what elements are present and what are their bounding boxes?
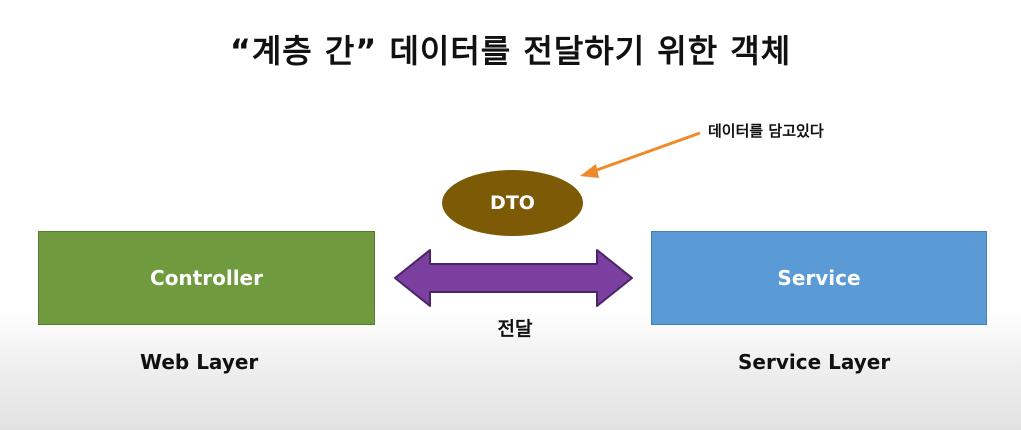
dto-node: DTO [442,170,583,236]
transfer-double-arrow [394,249,633,307]
controller-node-label: Controller [150,266,263,290]
service-node-label: Service [777,266,861,290]
web-layer-label: Web Layer [140,350,259,374]
controller-node: Controller [38,231,375,325]
annotation-arrow-head [580,164,599,178]
dto-annotation-label: 데이터를 담고있다 [708,122,824,140]
service-node: Service [651,231,987,325]
dto-node-label: DTO [490,192,535,214]
diagram-title: “계층 간” 데이터를 전달하기 위한 객체 [229,32,792,70]
service-layer-label: Service Layer [738,350,891,374]
annotation-arrow-line [593,131,701,173]
transfer-label: 전달 [497,318,533,340]
